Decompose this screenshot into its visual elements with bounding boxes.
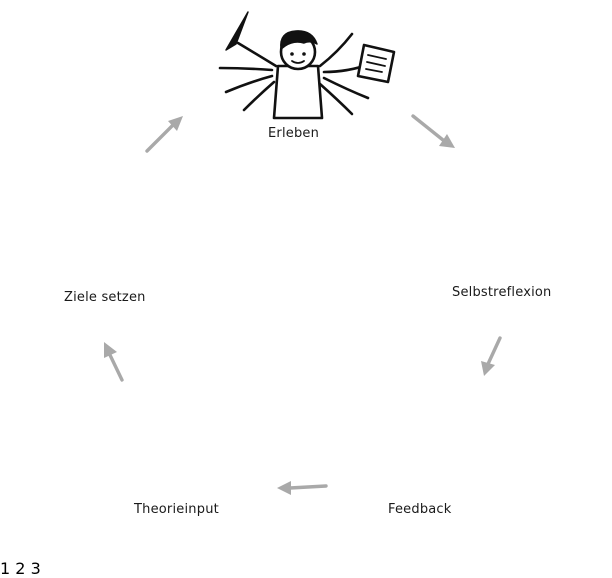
arrow-ziele-to-erleben — [145, 116, 183, 153]
learning-cycle-diagram: 1 2 3 Erleben Selbstreflexion Feedback T… — [0, 11, 552, 578]
stage-label-feedback: Feedback — [388, 502, 452, 517]
stage-label-selbstreflexion: Selbstreflexion — [452, 285, 552, 300]
flip-chart-number-2: 2 — [15, 559, 26, 578]
arrow-theorieinput-to-ziele — [104, 342, 124, 382]
stage-label-erleben: Erleben — [268, 126, 320, 141]
arrow-selbstreflexion-to-feedback — [481, 336, 502, 376]
many-arms-person-icon — [218, 11, 396, 120]
presenter-icon: 1 2 3 — [0, 559, 41, 578]
flip-chart-number-1: 1 — [0, 559, 11, 578]
stage-label-theorieinput: Theorieinput — [134, 502, 219, 517]
arrow-erleben-to-selbstreflexion — [411, 114, 455, 148]
stage-label-ziele-setzen: Ziele setzen — [64, 290, 146, 305]
arrow-feedback-to-theorieinput — [277, 481, 328, 495]
flip-chart-number-3: 3 — [30, 559, 41, 578]
